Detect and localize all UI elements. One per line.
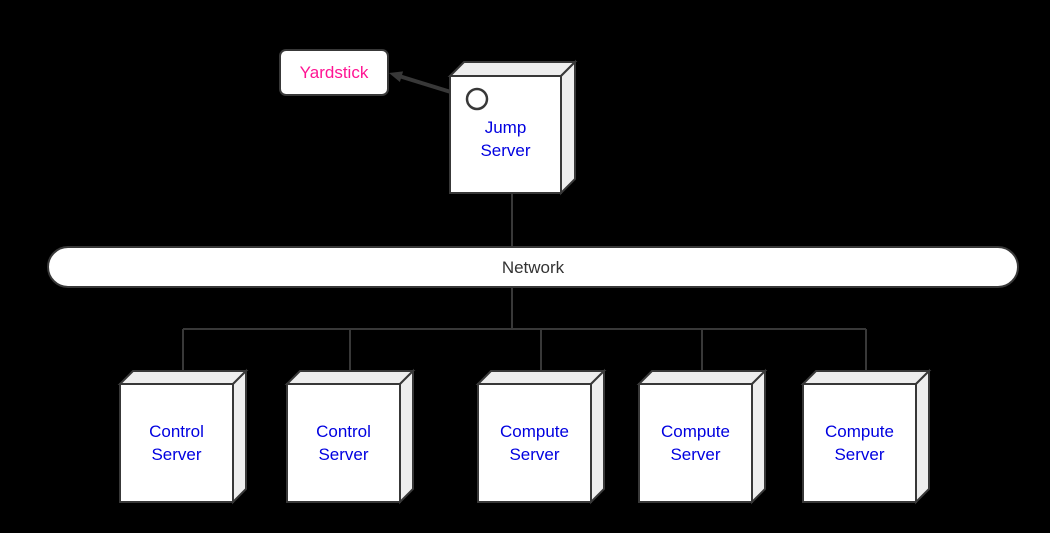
control-server-1-box [117,368,249,505]
compute-server-3-box [800,368,932,505]
network-pill [47,246,1019,288]
arrow-head-icon [389,71,404,82]
control-server-2-box [284,368,416,505]
yardstick-box [279,49,389,96]
jump-server-box [447,59,578,196]
interface-circle-icon [465,87,489,111]
compute-server-2-box [636,368,768,505]
compute-server-1-box [475,368,607,505]
